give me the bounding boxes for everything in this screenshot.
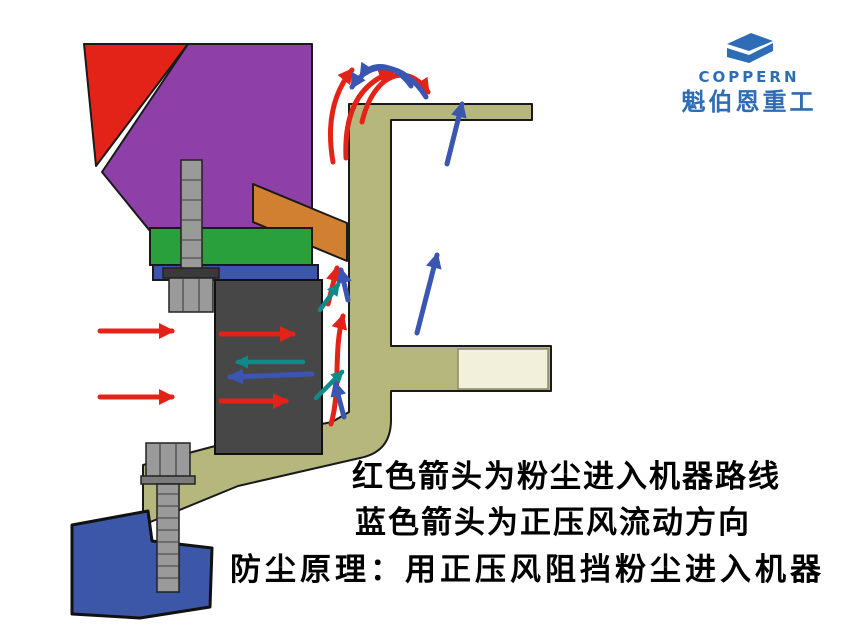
air-flow-arrows	[227, 61, 467, 420]
air-arrow	[358, 61, 414, 89]
wedge-block	[83, 43, 189, 167]
caption-red-arrows: 红色箭头为粉尘进入机器路线	[352, 459, 781, 495]
brand-wordmark: COPPERN	[698, 68, 800, 86]
caption-principle: 防尘原理：用正压风阻挡粉尘进入机器	[230, 552, 825, 588]
bolt-top	[162, 159, 220, 313]
bolt-top-nut-facets	[182, 279, 200, 311]
air-arrow	[227, 368, 315, 385]
bolt-bottom-nut-facets	[159, 444, 177, 476]
bolt-bottom-washer	[140, 475, 196, 485]
air-arrow	[330, 380, 347, 420]
press-logo-icon	[727, 33, 773, 63]
deflector-plate	[252, 183, 348, 262]
mixed-arrow	[317, 282, 341, 313]
liner-pad	[457, 348, 549, 390]
air-arrow	[414, 252, 442, 336]
logo-front-face	[727, 43, 773, 63]
bolt-bottom-threads	[158, 493, 178, 579]
dust-arrow	[359, 72, 431, 125]
logo-top-face	[727, 33, 773, 51]
seal-strip-green	[149, 227, 313, 266]
caption-blue-arrows: 蓝色箭头为正压风流动方向	[355, 505, 751, 541]
dust-arrow	[328, 67, 355, 165]
air-arrow	[444, 101, 467, 167]
bolt-top-threads	[182, 179, 201, 259]
bolt-top-washer	[162, 267, 220, 279]
bolt-top-shaft	[180, 159, 203, 275]
mixed-flow-arrows	[235, 282, 345, 401]
bolt-bottom-nut	[145, 442, 191, 478]
rotor-block	[214, 279, 323, 455]
bolt-top-nut	[168, 277, 214, 313]
bolt-bottom	[140, 442, 196, 593]
brand-logo: COPPERN 魁伯恩重工	[664, 30, 834, 116]
mixed-arrow	[313, 369, 345, 401]
brand-company-name: 魁伯恩重工	[681, 88, 817, 116]
base-bracket	[70, 509, 214, 620]
bolt-bottom-shaft	[156, 483, 180, 593]
air-arrow	[336, 267, 352, 303]
dust-arrow	[343, 68, 395, 161]
